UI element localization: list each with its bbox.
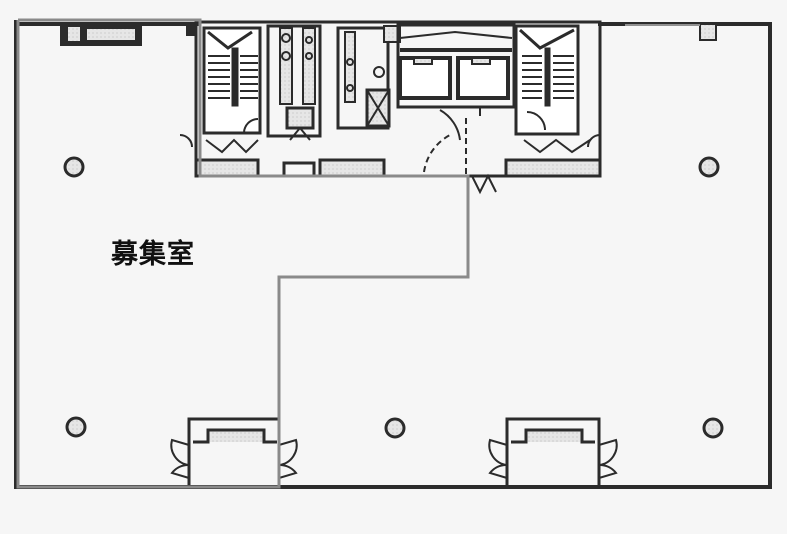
column bbox=[63, 156, 85, 178]
core-lower-rooms bbox=[179, 134, 602, 195]
stair-left bbox=[202, 26, 262, 135]
columns bbox=[63, 156, 724, 439]
entrance-right bbox=[488, 417, 618, 489]
column bbox=[698, 156, 720, 178]
core bbox=[179, 20, 602, 195]
restroom-block bbox=[266, 24, 401, 141]
column bbox=[384, 417, 406, 439]
vacant-room-label: 募集室 bbox=[111, 239, 195, 270]
vacant-room-outline bbox=[16, 18, 470, 489]
column bbox=[65, 416, 87, 438]
elevator-bank bbox=[396, 23, 516, 174]
top-left-duct bbox=[60, 24, 196, 46]
stair-right bbox=[514, 24, 580, 136]
column bbox=[702, 417, 724, 439]
top-right-column bbox=[625, 23, 717, 41]
